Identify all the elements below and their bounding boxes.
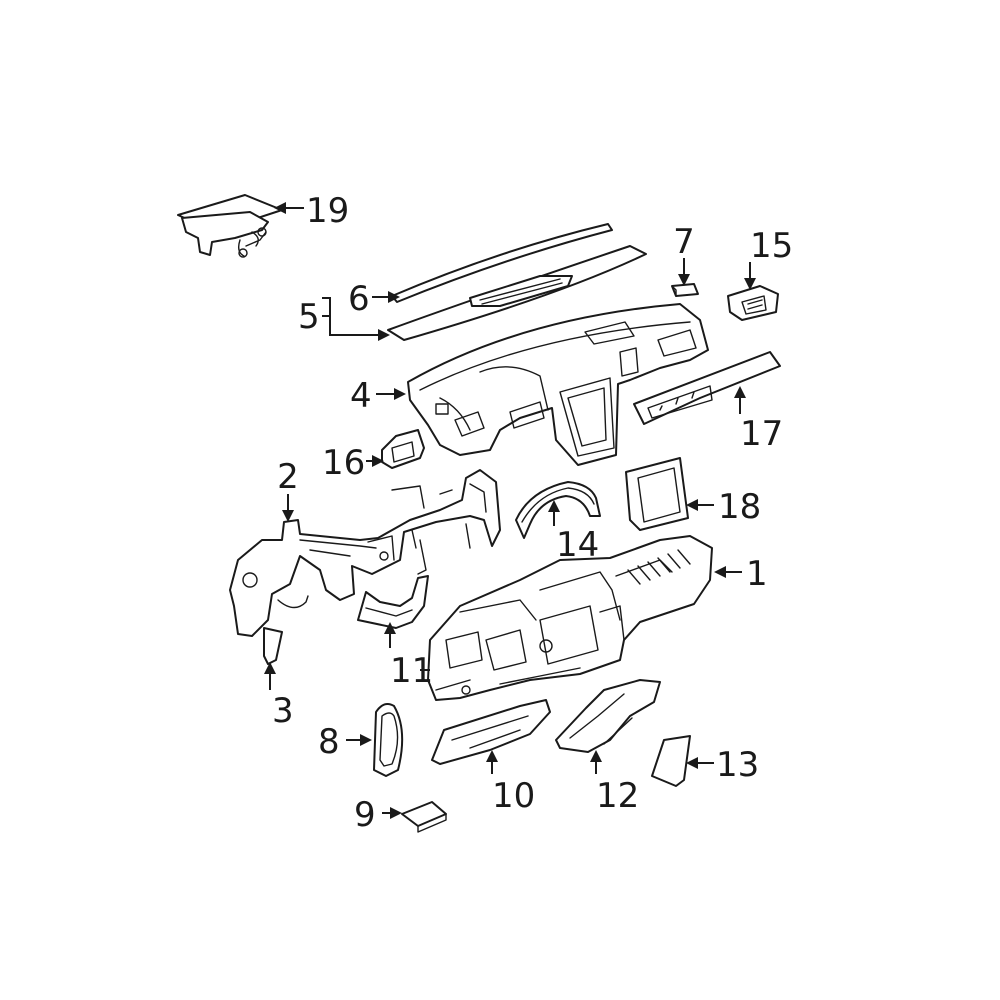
callout-11: 11 <box>390 651 433 691</box>
callout-19: 19 <box>306 191 349 231</box>
callout-2: 2 <box>277 457 299 497</box>
part-15 <box>727 285 779 321</box>
part-3 <box>263 627 283 665</box>
callout-13: 13 <box>716 745 759 785</box>
part-13 <box>651 735 691 787</box>
callout-16: 16 <box>322 443 365 483</box>
part-19 <box>177 194 283 258</box>
part-4 <box>407 303 709 466</box>
callout-7: 7 <box>673 222 695 262</box>
part-5 <box>387 245 647 341</box>
part-1 <box>427 535 713 701</box>
part-17 <box>633 351 781 425</box>
part-11 <box>357 575 429 629</box>
callout-17: 17 <box>740 414 783 454</box>
part-18 <box>625 457 689 531</box>
part-8 <box>373 703 404 777</box>
callout-labels: 19 6 5 7 15 4 17 16 18 14 2 1 11 3 8 9 1… <box>272 191 793 835</box>
callout-15: 15 <box>750 226 793 266</box>
part-7 <box>671 283 699 297</box>
part-6 <box>391 223 613 303</box>
callout-8: 8 <box>318 722 340 762</box>
part-14 <box>515 481 601 539</box>
callout-3: 3 <box>272 691 294 731</box>
callout-14: 14 <box>556 525 599 565</box>
part-9 <box>401 801 447 833</box>
callout-6: 6 <box>348 279 370 319</box>
callout-5: 5 <box>298 297 320 337</box>
leader-lines <box>264 202 756 819</box>
callout-1: 1 <box>746 554 768 594</box>
part-10 <box>431 699 551 765</box>
callout-12: 12 <box>596 776 639 816</box>
callout-4: 4 <box>350 376 372 416</box>
part-12 <box>555 679 661 753</box>
callout-18: 18 <box>718 487 761 527</box>
callout-10: 10 <box>492 776 535 816</box>
part-2 <box>229 469 501 637</box>
callout-9: 9 <box>354 795 376 835</box>
part-16 <box>381 429 425 469</box>
